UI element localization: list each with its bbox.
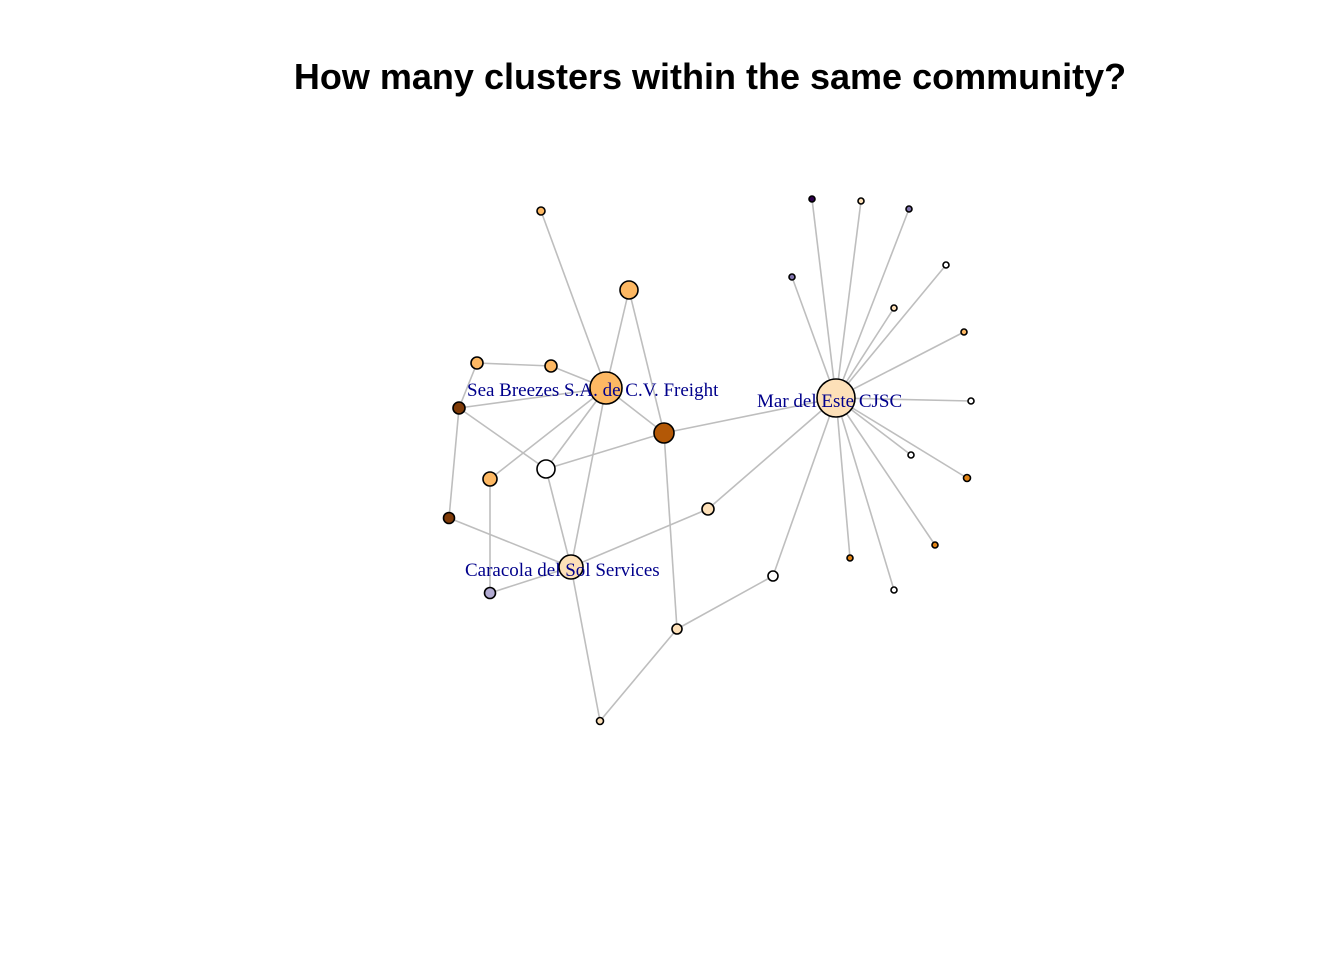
node-n_white_mid bbox=[536, 459, 556, 479]
node-n_top_leaf bbox=[536, 206, 546, 216]
node-l9 bbox=[907, 451, 915, 459]
node-caracola bbox=[558, 554, 584, 580]
edge-n_darkbrown_a-n_white_mid bbox=[458, 407, 547, 470]
edge-mar_del_este-l1 bbox=[811, 198, 837, 399]
node-n_lavender bbox=[483, 586, 497, 600]
node-n_top_orange bbox=[619, 280, 639, 300]
edge-mar_del_este-l10 bbox=[835, 397, 968, 479]
edge-n_brown_hub-mar_del_este bbox=[663, 397, 837, 434]
edge-n_darkbrown_a-n_darkbrown_b bbox=[448, 407, 460, 519]
edge-n_white_mid-caracola bbox=[545, 468, 572, 568]
node-n_brown_hub bbox=[653, 422, 675, 444]
node-n_peach_low bbox=[671, 623, 683, 635]
edge-mar_del_este-l3 bbox=[791, 276, 837, 399]
node-n_bottom bbox=[595, 716, 605, 726]
node-layer bbox=[442, 195, 975, 726]
node-label-mar_del_este: Mar del Este CJSC bbox=[757, 391, 902, 412]
edge-layer bbox=[448, 198, 972, 722]
edge-n_darkbrown_b-caracola bbox=[448, 517, 572, 568]
node-l13 bbox=[846, 554, 854, 562]
edge-n_orange_small_a-n_darkbrown_a bbox=[458, 362, 478, 409]
node-label-caracola: Caracola del Sol Services bbox=[465, 560, 660, 581]
node-n_orange_small_a bbox=[470, 356, 484, 370]
edge-sea_breezes-n_white_mid bbox=[545, 387, 607, 470]
node-n_orange_small_b bbox=[544, 359, 558, 373]
edge-sea_breezes-n_orange_left bbox=[489, 387, 607, 480]
node-l1 bbox=[808, 195, 816, 203]
node-n_darkbrown_b bbox=[442, 511, 456, 525]
edge-caracola-n_peach_mid bbox=[570, 508, 709, 568]
node-n_peach_mid bbox=[701, 502, 715, 516]
node-l3 bbox=[788, 273, 796, 281]
node-l12 bbox=[890, 586, 898, 594]
edge-mar_del_este-n_white_low bbox=[772, 397, 837, 577]
node-l10 bbox=[962, 473, 972, 483]
edge-n_top_orange-n_brown_hub bbox=[628, 289, 665, 434]
node-l11 bbox=[931, 541, 939, 549]
edge-mar_del_este-l5 bbox=[835, 208, 910, 399]
edge-sea_breezes-n_top_leaf bbox=[540, 210, 607, 389]
edge-n_peach_low-n_white_low bbox=[676, 575, 774, 630]
node-mar_del_este bbox=[816, 378, 856, 418]
edge-n_brown_hub-n_peach_low bbox=[663, 432, 678, 630]
edge-mar_del_este-l6 bbox=[835, 264, 947, 399]
node-n_white_low bbox=[767, 570, 779, 582]
edge-caracola-n_bottom bbox=[570, 566, 601, 722]
node-label-sea_breezes: Sea Breezes S.A. de C.V. Freight bbox=[467, 380, 719, 401]
node-l5 bbox=[905, 205, 913, 213]
edge-mar_del_este-l7 bbox=[835, 331, 965, 399]
node-l2 bbox=[857, 197, 865, 205]
edge-caracola-n_lavender bbox=[489, 566, 572, 594]
node-sea_breezes bbox=[589, 371, 623, 405]
edge-mar_del_este-l8 bbox=[835, 397, 972, 402]
edge-n_orange_small_a-n_orange_small_b bbox=[476, 362, 552, 367]
edge-n_white_mid-n_brown_hub bbox=[545, 432, 665, 470]
node-l6 bbox=[942, 261, 950, 269]
edge-mar_del_este-l12 bbox=[835, 397, 895, 591]
node-n_darkbrown_a bbox=[452, 401, 466, 415]
edge-n_peach_low-n_bottom bbox=[599, 628, 678, 722]
node-n_orange_left bbox=[482, 471, 498, 487]
chart-title: How many clusters within the same commun… bbox=[293, 56, 1127, 97]
edge-sea_breezes-caracola bbox=[570, 387, 607, 568]
edge-mar_del_este-n_peach_mid bbox=[707, 397, 837, 510]
node-l8 bbox=[967, 397, 975, 405]
edge-mar_del_este-l11 bbox=[835, 397, 936, 546]
edge-sea_breezes-n_darkbrown_a bbox=[458, 387, 607, 409]
node-l4 bbox=[890, 304, 898, 312]
edge-mar_del_este-l2 bbox=[835, 200, 862, 399]
node-l7 bbox=[960, 328, 968, 336]
edge-mar_del_este-l13 bbox=[835, 397, 851, 559]
